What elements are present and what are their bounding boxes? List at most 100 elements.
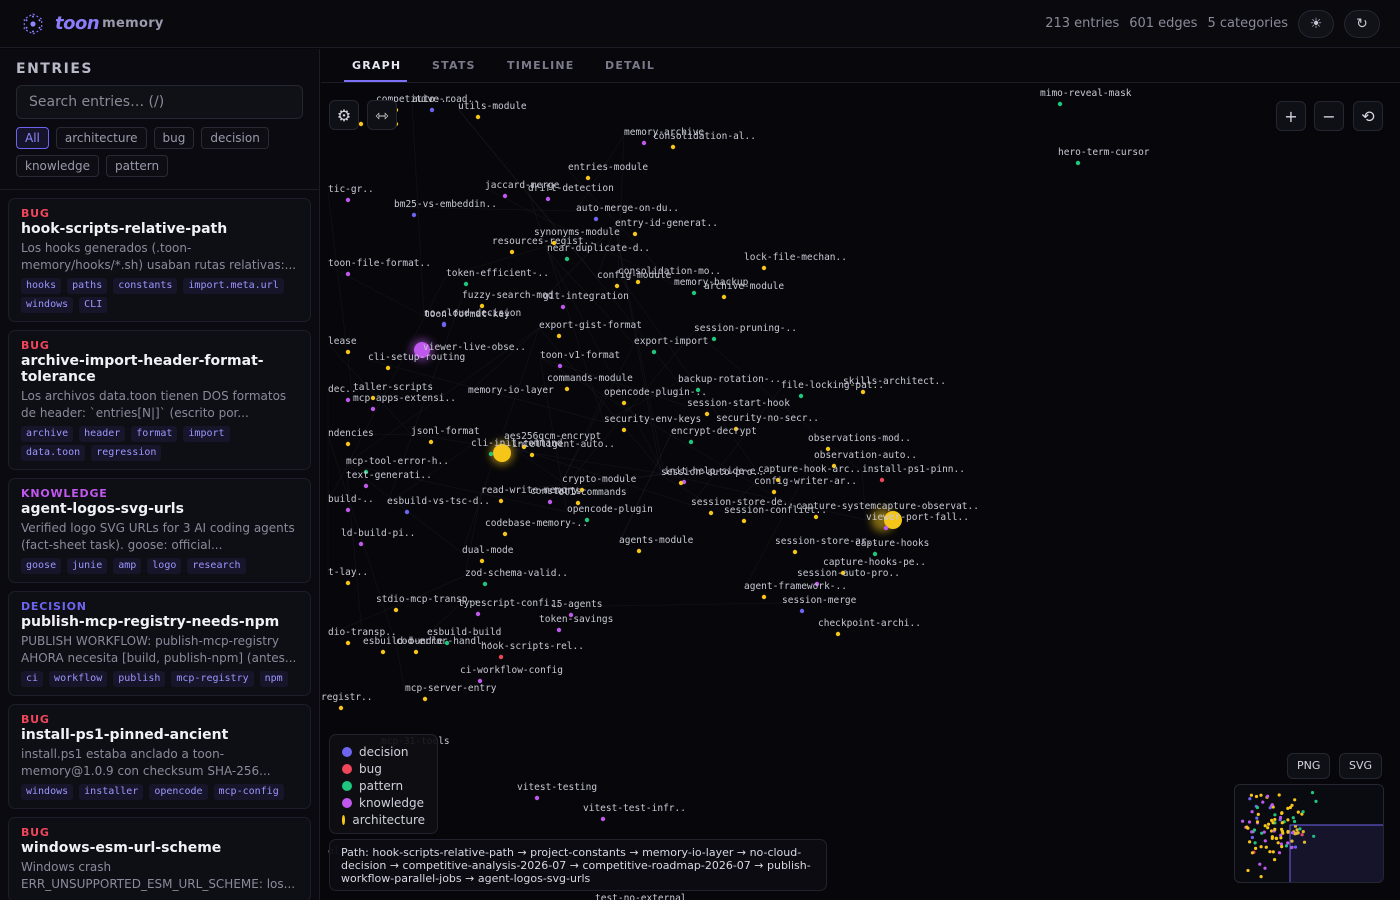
graph-node[interactable]: entry-id-generat..: [615, 218, 718, 237]
node-dot[interactable]: [475, 611, 481, 617]
node-dot[interactable]: [708, 510, 714, 516]
graph-node[interactable]: agent-framework-..: [744, 581, 847, 600]
graph-node[interactable]: stdio-mcp-transp..: [376, 594, 479, 613]
node-dot[interactable]: [775, 477, 781, 483]
fit-width-button[interactable]: ⇿: [367, 100, 397, 130]
node-dot[interactable]: [345, 507, 351, 513]
tag[interactable]: import: [183, 426, 230, 442]
graph-node[interactable]: auto-..: [412, 94, 452, 113]
node-dot[interactable]: [498, 654, 504, 660]
node-dot[interactable]: [493, 444, 511, 462]
node-dot[interactable]: [585, 175, 591, 181]
graph-node[interactable]: vitest-testing: [517, 782, 597, 801]
export-png-button[interactable]: PNG: [1287, 753, 1331, 779]
node-dot[interactable]: [584, 517, 590, 523]
graph-node[interactable]: session-auto-pro..: [797, 568, 900, 587]
node-dot[interactable]: [345, 349, 351, 355]
node-dot[interactable]: [363, 469, 369, 475]
tag[interactable]: amp: [113, 558, 142, 574]
node-dot[interactable]: [345, 580, 351, 586]
tag[interactable]: archive: [21, 426, 74, 442]
graph-node[interactable]: drift-detection: [528, 183, 614, 202]
node-dot[interactable]: [641, 140, 647, 146]
tag[interactable]: goose: [21, 558, 62, 574]
graph-node[interactable]: memory-io-layer: [468, 385, 554, 465]
graph-node[interactable]: hero-term-cursor: [1058, 147, 1150, 166]
tab-stats[interactable]: STATS: [432, 59, 476, 72]
filter-chip-knowledge[interactable]: knowledge: [16, 155, 100, 177]
graph-node[interactable]: token-efficient-..: [446, 268, 549, 287]
tag[interactable]: publish: [113, 671, 166, 687]
graph-node[interactable]: install-ps1-pinn..: [862, 464, 965, 483]
graph-node[interactable]: ci-workflow-config: [460, 665, 563, 684]
graph-node[interactable]: security-env-keys: [604, 414, 701, 433]
node-dot[interactable]: [557, 363, 563, 369]
node-dot[interactable]: [479, 558, 485, 564]
node-dot[interactable]: [370, 395, 376, 401]
graph-node[interactable]: dec..: [328, 384, 357, 403]
tab-timeline[interactable]: TIMELINE: [507, 59, 575, 72]
graph-node[interactable]: 15-agents: [551, 599, 602, 618]
node-dot[interactable]: [621, 400, 627, 406]
graph-node[interactable]: typescript-confi..: [458, 598, 561, 617]
minimap-svg[interactable]: [1235, 785, 1384, 883]
graph-node[interactable]: esbuild-build: [427, 627, 501, 646]
node-dot[interactable]: [884, 511, 902, 529]
zoom-out-button[interactable]: −: [1314, 101, 1344, 131]
tag[interactable]: research: [187, 558, 246, 574]
node-dot[interactable]: [428, 439, 434, 445]
graph-node[interactable]: commands-module: [547, 373, 633, 392]
graph-node[interactable]: session-conflict..: [724, 505, 827, 524]
tag[interactable]: npm: [259, 671, 288, 687]
node-dot[interactable]: [568, 612, 574, 618]
graph-node[interactable]: export-gist-format: [539, 320, 642, 339]
graph-node[interactable]: constants: [530, 486, 581, 505]
graph-node[interactable]: opencode-plugin: [567, 504, 653, 523]
graph-node[interactable]: t-lay..: [328, 567, 368, 586]
graph-node[interactable]: session-start-hook: [687, 398, 790, 417]
graph-node[interactable]: lease: [328, 336, 357, 355]
graph-node[interactable]: mcp-apps-extensi..: [353, 393, 456, 412]
graph-node[interactable]: mimo-reveal-mask: [1040, 88, 1132, 107]
graph-node[interactable]: config-writer-ar..: [754, 476, 857, 495]
node-dot[interactable]: [614, 283, 620, 289]
graph-node[interactable]: mcp-tool-error-h..: [346, 456, 449, 475]
graph-node[interactable]: security-no-secr..: [716, 413, 819, 432]
graph-node[interactable]: capture-observat..: [871, 501, 979, 532]
node-dot[interactable]: [792, 549, 798, 555]
graph-node[interactable]: skills-architect..: [843, 376, 946, 395]
graph-node[interactable]: session-auto-pro..: [661, 467, 764, 486]
graph-node[interactable]: jsonl-format: [411, 426, 480, 445]
graph-node[interactable]: esbuild-vs-tsc-d..: [387, 496, 490, 515]
filter-chip-architecture[interactable]: architecture: [55, 127, 147, 149]
tag[interactable]: junie: [67, 558, 108, 574]
refresh-button[interactable]: ↻: [1344, 10, 1380, 38]
node-dot[interactable]: [370, 406, 376, 412]
graph-node[interactable]: codebase-memory-..: [485, 518, 588, 537]
graph-node[interactable]: esbuild-bundle: [363, 636, 443, 655]
node-dot[interactable]: [380, 649, 386, 655]
reset-view-button[interactable]: ⟲: [1353, 101, 1383, 131]
graph-node[interactable]: memory-backup: [674, 277, 749, 296]
node-dot[interactable]: [358, 121, 364, 127]
graph-node[interactable]: token-savings: [539, 614, 613, 633]
node-dot[interactable]: [345, 397, 351, 403]
tag[interactable]: mcp-registry: [171, 671, 254, 687]
node-dot[interactable]: [741, 518, 747, 524]
node-dot[interactable]: [411, 212, 417, 218]
node-dot[interactable]: [545, 196, 551, 202]
node-dot[interactable]: [488, 451, 494, 457]
node-dot[interactable]: [345, 441, 351, 447]
node-dot[interactable]: [761, 594, 767, 600]
node-dot[interactable]: [575, 500, 581, 506]
node-dot[interactable]: [556, 333, 562, 339]
node-dot[interactable]: [872, 551, 878, 557]
tag[interactable]: windows: [21, 784, 74, 800]
graph-node[interactable]: session-pruning-..: [694, 323, 797, 342]
tag[interactable]: header: [79, 426, 126, 442]
graph-node[interactable]: hook-scripts-rel..: [481, 641, 584, 660]
node-dot[interactable]: [404, 509, 410, 515]
